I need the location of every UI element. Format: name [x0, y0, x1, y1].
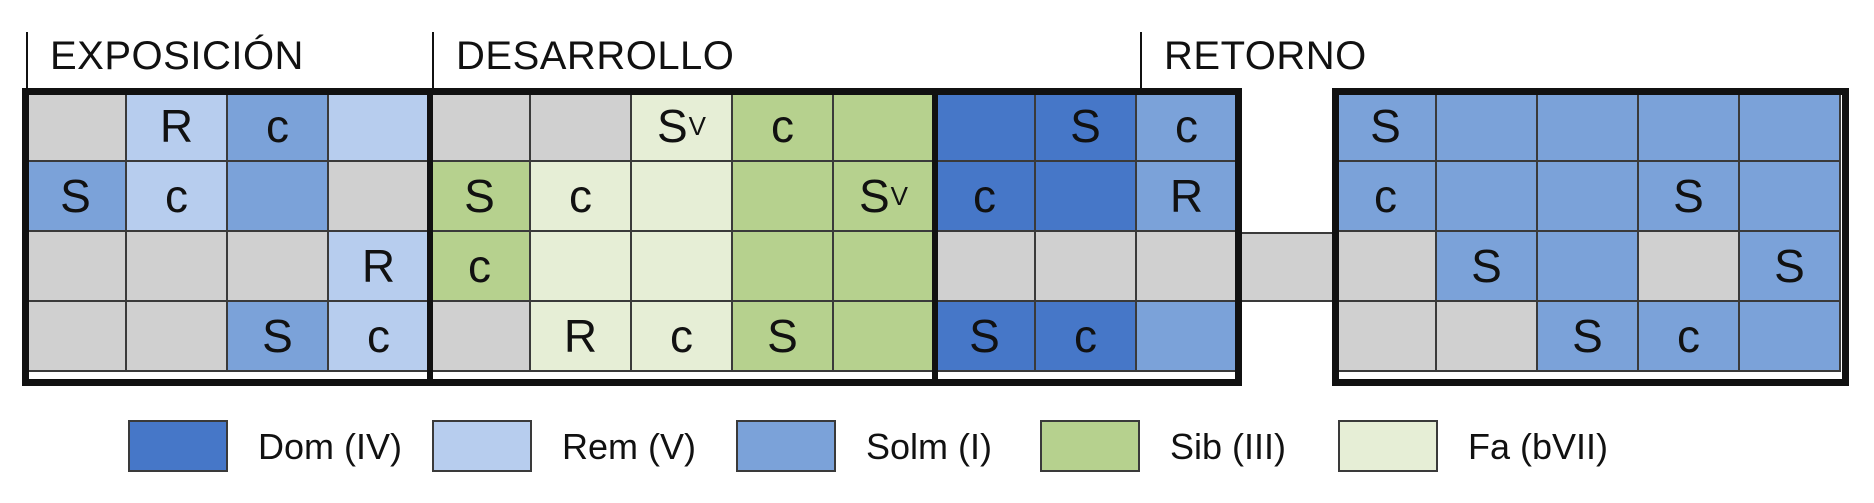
grid-right-cell: c: [1639, 302, 1740, 372]
grid-left-cell: c: [228, 92, 329, 162]
grid-left-cell: [632, 232, 733, 302]
legend-label-dom: Dom (IV): [258, 426, 402, 467]
grid-right-cell: [1336, 302, 1437, 372]
section-separator: [932, 88, 938, 386]
grid-right-cell: [1538, 162, 1639, 232]
grid-left-cell: [1036, 162, 1137, 232]
grid-left-cell: c: [430, 232, 531, 302]
section-divider: [1140, 32, 1142, 90]
grid-right-cell: [1740, 302, 1841, 372]
grid-left-cell: c: [329, 302, 430, 372]
grid-left-cell: R: [329, 232, 430, 302]
grid-left-cell: [329, 92, 430, 162]
grid-left-cell: [430, 92, 531, 162]
legend-swatch-rem: [432, 420, 532, 472]
grid-left-cell: [531, 232, 632, 302]
grid-left-cell: c: [935, 162, 1036, 232]
legend-swatch-sib: [1040, 420, 1140, 472]
section-label-exposicion: EXPOSICIÓN: [50, 34, 304, 78]
grid-left-cell: S: [733, 302, 834, 372]
grid-left-cell: c: [127, 162, 228, 232]
grid-left-cell: [935, 232, 1036, 302]
grid-left-cell: S: [228, 302, 329, 372]
grid-left-cell: [127, 232, 228, 302]
grid-left-cell: R: [1137, 162, 1238, 232]
grid-left-cell: c: [531, 162, 632, 232]
grid-left-cell: S: [935, 302, 1036, 372]
grid-right-cell: [1437, 162, 1538, 232]
legend-swatch-solm: [736, 420, 836, 472]
grid-left-cell: R: [127, 92, 228, 162]
grid-left-cell: [733, 162, 834, 232]
grid-left-cell: [531, 92, 632, 162]
grid-left-cell: c: [1137, 92, 1238, 162]
grid-right-cell: [1538, 92, 1639, 162]
grid-right-cell: [1437, 92, 1538, 162]
grid-left-cell: c: [1036, 302, 1137, 372]
grid-right-cell: [1336, 232, 1437, 302]
grid-right-cell: [1437, 302, 1538, 372]
grid-right-cell: [1639, 232, 1740, 302]
grid-left-cell: [127, 302, 228, 372]
grid-left-cell: [228, 162, 329, 232]
grid-right-cell: S: [1336, 92, 1437, 162]
grid-left-cell: [834, 302, 935, 372]
grid-left-cell: [1137, 302, 1238, 372]
legend-label-fa: Fa (bVII): [1468, 426, 1609, 467]
section-divider: [26, 32, 28, 90]
grid-left-cell: S: [430, 162, 531, 232]
grid-left-cell: c: [733, 92, 834, 162]
legend-label-sib: Sib (III): [1170, 426, 1287, 467]
grid-right-cell: c: [1336, 162, 1437, 232]
grid-left-cell: S: [1036, 92, 1137, 162]
grid-right-cell: S: [1740, 232, 1841, 302]
grid-left-cell: [26, 232, 127, 302]
grid-left-cell: [1137, 232, 1238, 302]
grid-left-cell: [26, 302, 127, 372]
legend-label-solm: Solm (I): [866, 426, 992, 467]
grid-left-cell: [329, 162, 430, 232]
grid-left-cell: [935, 92, 1036, 162]
grid-left-cell: [834, 232, 935, 302]
grid-left-cell: [26, 92, 127, 162]
section-label-retorno: RETORNO: [1164, 34, 1367, 78]
grid-right-cell: S: [1538, 302, 1639, 372]
legend-swatch-dom: [128, 420, 228, 472]
grid-right-cell: [1740, 92, 1841, 162]
legend-label-rem: Rem (V): [562, 426, 696, 467]
grid-left-cell: [632, 162, 733, 232]
grid-right-cell: [1639, 92, 1740, 162]
grid-right-cell: [1740, 162, 1841, 232]
section-label-desarrollo: DESARROLLO: [456, 34, 735, 78]
legend-swatch-fa: [1338, 420, 1438, 472]
section-separator: [427, 88, 433, 386]
grid-left-cell: [1036, 232, 1137, 302]
grid-left-cell: [430, 302, 531, 372]
section-divider: [432, 32, 434, 90]
grid-right-cell: [1538, 232, 1639, 302]
grid-left-cell: [228, 232, 329, 302]
grid-left-cell: [834, 92, 935, 162]
grid-left-cell: [733, 232, 834, 302]
grid-left-cell: S: [26, 162, 127, 232]
grid-right-cell: S: [1437, 232, 1538, 302]
grid-left-cell: R: [531, 302, 632, 372]
grid-left-cell: c: [632, 302, 733, 372]
connector-band: [1238, 232, 1338, 302]
grid-right-cell: S: [1639, 162, 1740, 232]
